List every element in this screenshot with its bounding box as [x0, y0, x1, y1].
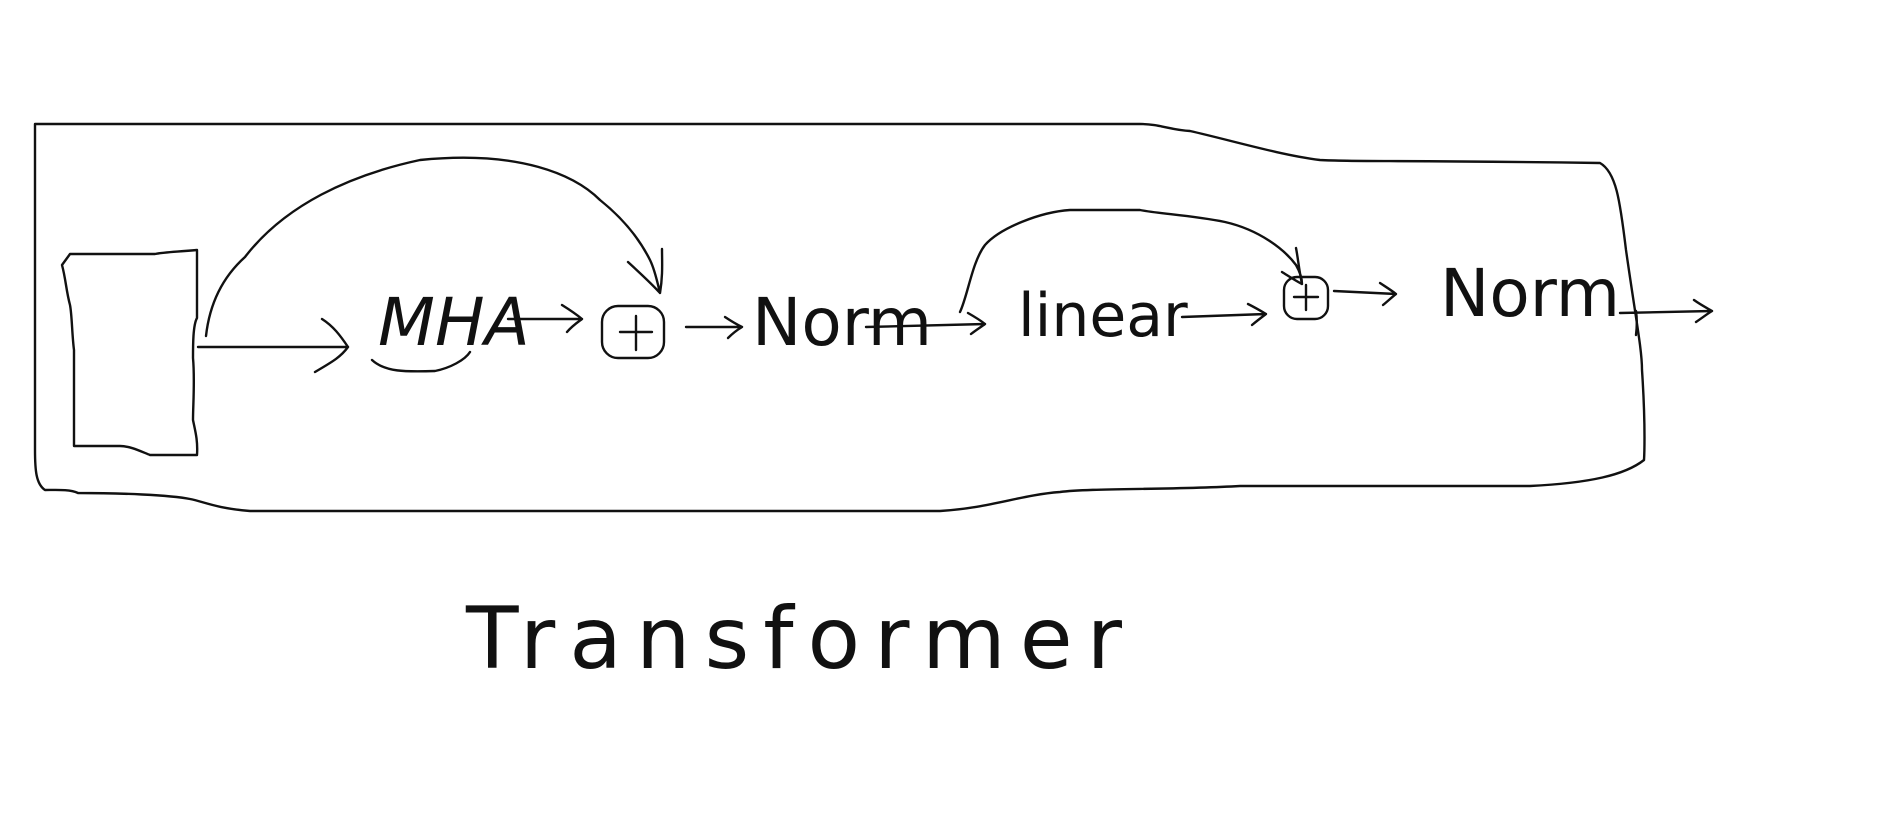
add-node-2-plus [1292, 283, 1320, 312]
diagram-title: Transformer [465, 589, 1136, 689]
norm2-label: Norm [1440, 255, 1620, 332]
arrow-add2-to-norm2 [1332, 281, 1398, 307]
norm1-label: Norm [752, 284, 932, 361]
arrow-mha-to-add1 [506, 303, 584, 334]
transformer-block-outline [33, 122, 1646, 513]
linear-label: linear [1018, 281, 1188, 351]
arrow-add1-to-norm1 [684, 315, 744, 340]
mha-label: MHA [378, 284, 530, 361]
output-arrow [1618, 298, 1714, 337]
arrow-linear-to-add2 [1180, 302, 1268, 327]
residual-skip-arc-2 [958, 208, 1304, 314]
arrow-norm1-to-linear [864, 311, 987, 336]
input-box [60, 248, 199, 457]
add-node-2 [1282, 275, 1330, 321]
residual-skip-arc-1 [204, 156, 664, 338]
add-node-1-plus [618, 314, 654, 352]
arrow-input-to-mha [196, 317, 350, 374]
add-node-1 [600, 304, 666, 360]
mha-underline [370, 350, 472, 373]
